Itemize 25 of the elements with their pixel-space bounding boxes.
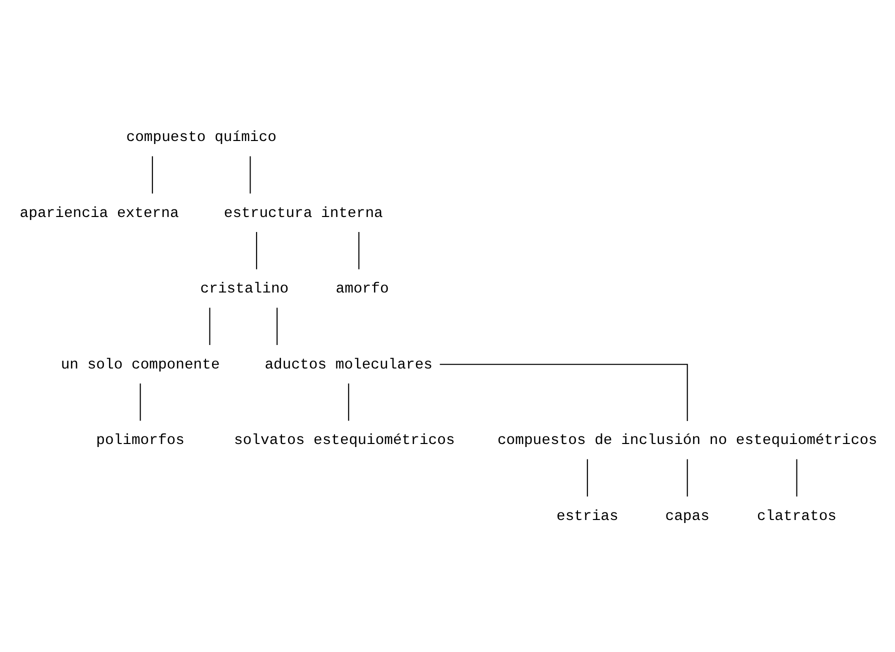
node-text: cristalino	[200, 281, 289, 298]
node-text: compuestos de inclusión no estequiométricos	[497, 432, 878, 449]
node-text: un solo componente	[60, 356, 220, 373]
node-text: aductos moleculares	[264, 356, 433, 373]
node-text: clatratos	[757, 508, 837, 524]
connector	[152, 156, 153, 194]
connector	[440, 363, 688, 420]
node-text: compuesto químico	[126, 130, 276, 146]
connector	[348, 382, 350, 420]
node-text: estructura interna	[224, 205, 383, 222]
connector	[250, 156, 251, 194]
connector	[358, 232, 360, 269]
connector	[686, 458, 688, 496]
node-text: apariencia externa	[20, 205, 179, 222]
node-text: polimorfos	[96, 432, 184, 449]
connector	[276, 307, 278, 344]
node-text: estrias	[556, 508, 618, 524]
node-text: solvatos estequiométricos	[234, 432, 455, 449]
connector	[586, 458, 588, 496]
node-text: amorfo	[336, 281, 389, 298]
connector	[209, 307, 210, 344]
connector	[256, 232, 258, 269]
connector	[796, 458, 798, 496]
connector	[140, 382, 141, 420]
node-text: capas	[665, 508, 710, 524]
